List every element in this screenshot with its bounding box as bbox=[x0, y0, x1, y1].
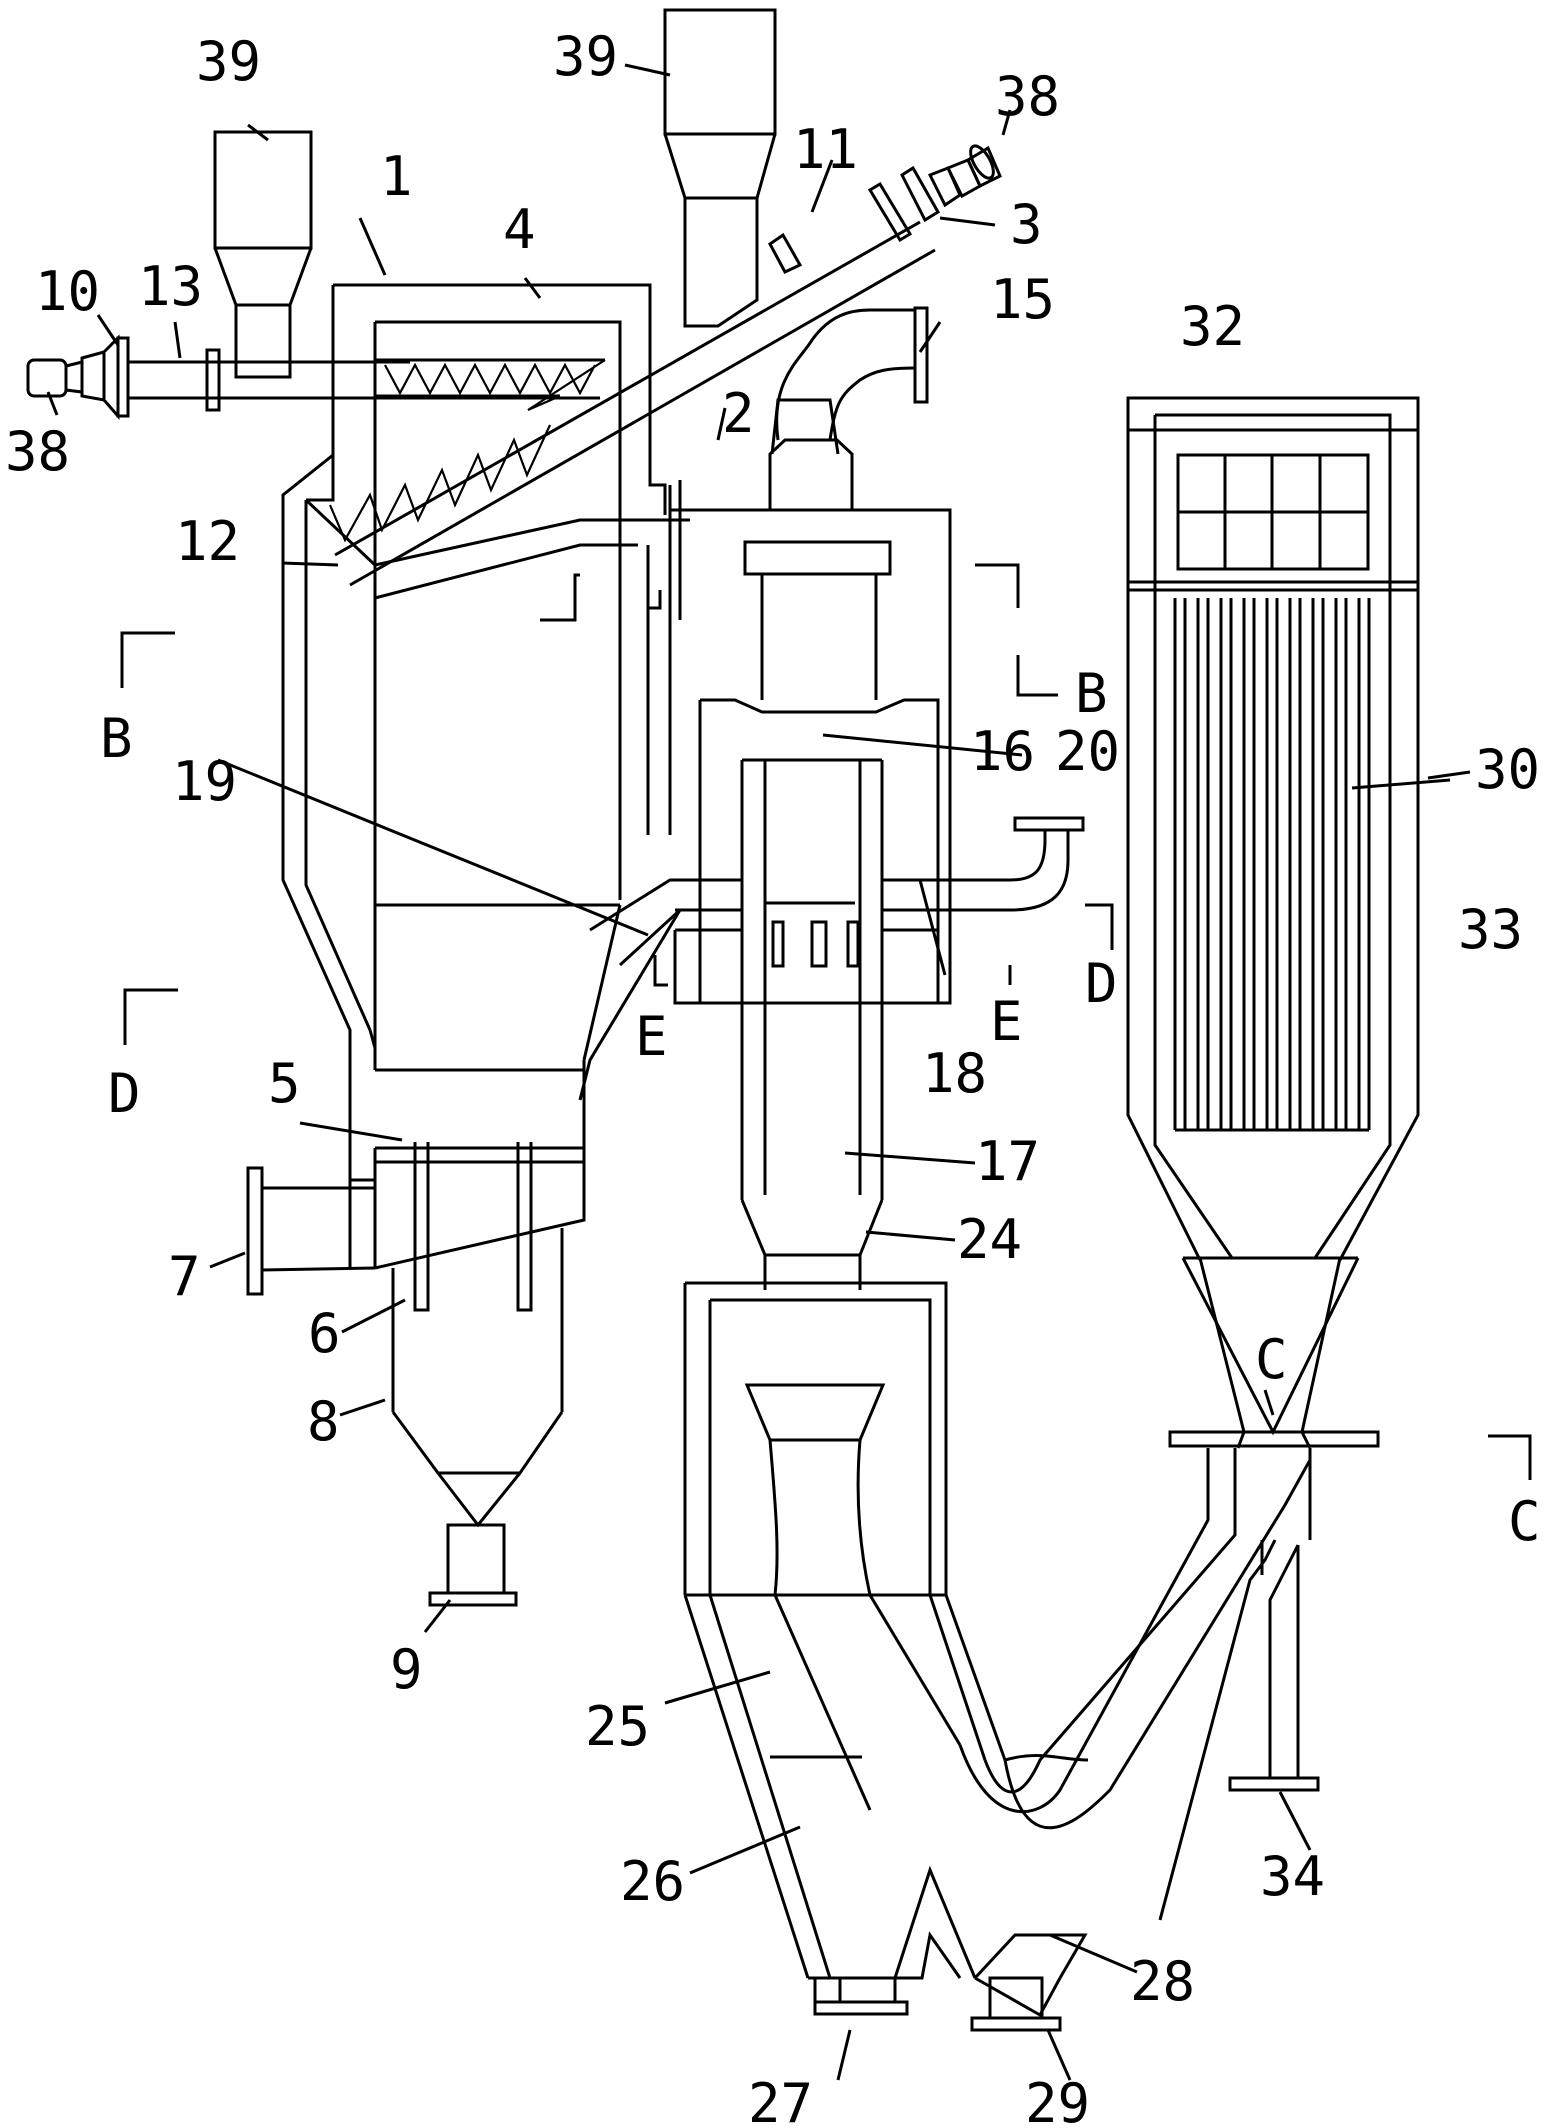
section-e-right: E bbox=[990, 990, 1023, 1053]
label-3: 3 bbox=[1010, 193, 1043, 256]
label-4: 4 bbox=[503, 198, 536, 261]
label-11: 11 bbox=[793, 118, 858, 181]
label-20: 20 bbox=[1055, 720, 1120, 783]
separator-housing bbox=[670, 306, 952, 1005]
label-32: 32 bbox=[1180, 295, 1245, 358]
section-c-mid: C bbox=[1255, 1328, 1288, 1391]
horizontal-screw-4 bbox=[375, 358, 606, 412]
left-hopper bbox=[213, 130, 313, 379]
label-30: 30 bbox=[1475, 738, 1540, 801]
dipleg bbox=[578, 480, 700, 1101]
label-12: 12 bbox=[175, 510, 240, 573]
label-33: 33 bbox=[1458, 898, 1523, 961]
section-d-left: D bbox=[108, 1062, 141, 1125]
label-5: 5 bbox=[268, 1052, 301, 1115]
label-39-left: 39 bbox=[196, 30, 261, 93]
u-bend-pipe bbox=[958, 1448, 1320, 1921]
lower-cyclone bbox=[683, 1281, 1088, 2032]
section-e-left: E bbox=[635, 1005, 668, 1068]
label-29: 29 bbox=[1025, 2072, 1090, 2128]
label-24: 24 bbox=[957, 1208, 1022, 1271]
label-25: 25 bbox=[585, 1695, 650, 1758]
label-38-right: 38 bbox=[995, 65, 1060, 128]
label-9: 9 bbox=[390, 1638, 423, 1701]
section-c-right: C bbox=[1508, 1490, 1541, 1553]
left-screw-feeder bbox=[26, 334, 600, 420]
label-26: 26 bbox=[620, 1850, 685, 1913]
label-17: 17 bbox=[975, 1130, 1040, 1193]
inclined-screw-feeder bbox=[334, 144, 1002, 587]
section-b-left: B bbox=[100, 707, 133, 770]
label-15: 15 bbox=[990, 268, 1055, 331]
label-38-left: 38 bbox=[5, 420, 70, 483]
filter-vessel bbox=[1126, 396, 1420, 1449]
label-18: 18 bbox=[922, 1042, 987, 1105]
label-10: 10 bbox=[35, 260, 100, 323]
label-1: 1 bbox=[380, 145, 413, 208]
label-19: 19 bbox=[172, 750, 237, 813]
label-13: 13 bbox=[138, 255, 203, 318]
right-hopper bbox=[663, 8, 777, 328]
label-28: 28 bbox=[1130, 1950, 1195, 2013]
inner-tube bbox=[675, 758, 1085, 1290]
label-34: 34 bbox=[1260, 1845, 1325, 1908]
label-7: 7 bbox=[168, 1245, 201, 1308]
section-markers bbox=[120, 563, 1532, 1480]
section-b-right: B bbox=[1075, 662, 1108, 725]
main-vessel bbox=[246, 283, 690, 1607]
label-16: 16 bbox=[970, 720, 1035, 783]
label-39-right: 39 bbox=[553, 25, 618, 88]
callout-labels: 39 39 38 11 3 1 4 10 13 15 32 2 38 12 B … bbox=[5, 25, 1541, 2128]
leader-lines bbox=[46, 63, 1471, 2081]
label-27: 27 bbox=[748, 2072, 813, 2128]
inclined-screw-flights bbox=[328, 424, 551, 543]
section-d-right: D bbox=[1085, 952, 1118, 1015]
label-8: 8 bbox=[307, 1390, 340, 1453]
label-6: 6 bbox=[308, 1302, 341, 1365]
label-2: 2 bbox=[722, 382, 755, 445]
